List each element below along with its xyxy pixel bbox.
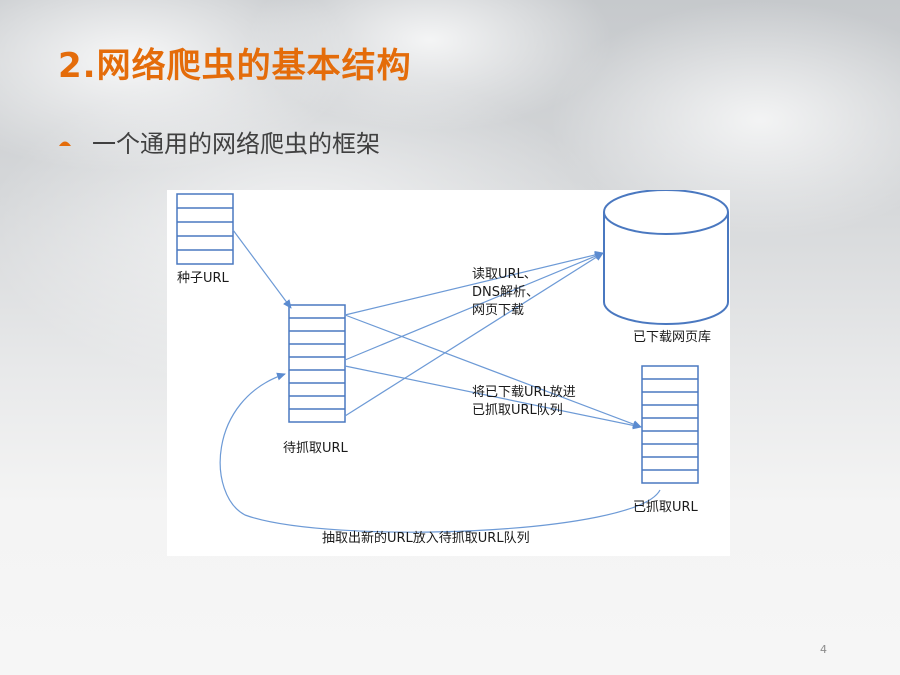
extract-step-label: 抽取出新的URL放入待抓取URL队列 xyxy=(322,531,530,546)
arrow-seed-to-pending xyxy=(232,229,292,309)
arrow-pending-to-db-1 xyxy=(344,250,604,316)
pending-url-queue xyxy=(288,304,346,423)
page-number: 4 xyxy=(820,643,827,656)
read-step-line-3: 网页下载 xyxy=(472,303,525,318)
enqueue-step-line-1: 将已下载URL放进 xyxy=(472,385,576,400)
enqueue-step-line-2: 已抓取URL队列 xyxy=(472,403,563,418)
seed-url-label: 种子URL xyxy=(177,271,229,286)
crawled-url-queue xyxy=(641,365,699,484)
bullet-item: 一个通用的网络爬虫的框架 xyxy=(58,124,380,159)
arrow-pending-to-db-2 xyxy=(344,252,604,361)
orange-arc-bullet-icon xyxy=(59,141,71,146)
seed-url-queue xyxy=(176,193,234,265)
arrow-pending-to-crawled-2 xyxy=(344,365,642,430)
crawler-architecture-diagram: 种子URL 待抓取URL 已下载网页库 已抓取URL 读取URL、 DNS解析、… xyxy=(167,190,730,556)
diagram-canvas xyxy=(176,190,729,533)
downloaded-db-label: 已下载网页库 xyxy=(633,330,712,345)
downloaded-pages-database xyxy=(603,190,729,325)
pending-url-label: 待抓取URL xyxy=(283,441,348,456)
arrow-pending-to-db-3 xyxy=(344,252,604,417)
arrow-pending-to-crawled-1 xyxy=(344,314,642,428)
flow-arrows xyxy=(219,229,661,533)
bullet-text: 一个通用的网络爬虫的框架 xyxy=(92,130,380,158)
crawled-url-label: 已抓取URL xyxy=(633,500,698,515)
arrow-crawled-to-pending-loop xyxy=(219,372,661,533)
slide-title: 2.网络爬虫的基本结构 xyxy=(58,46,412,86)
read-step-line-2: DNS解析、 xyxy=(472,285,539,300)
read-step-line-1: 读取URL、 xyxy=(472,267,537,282)
